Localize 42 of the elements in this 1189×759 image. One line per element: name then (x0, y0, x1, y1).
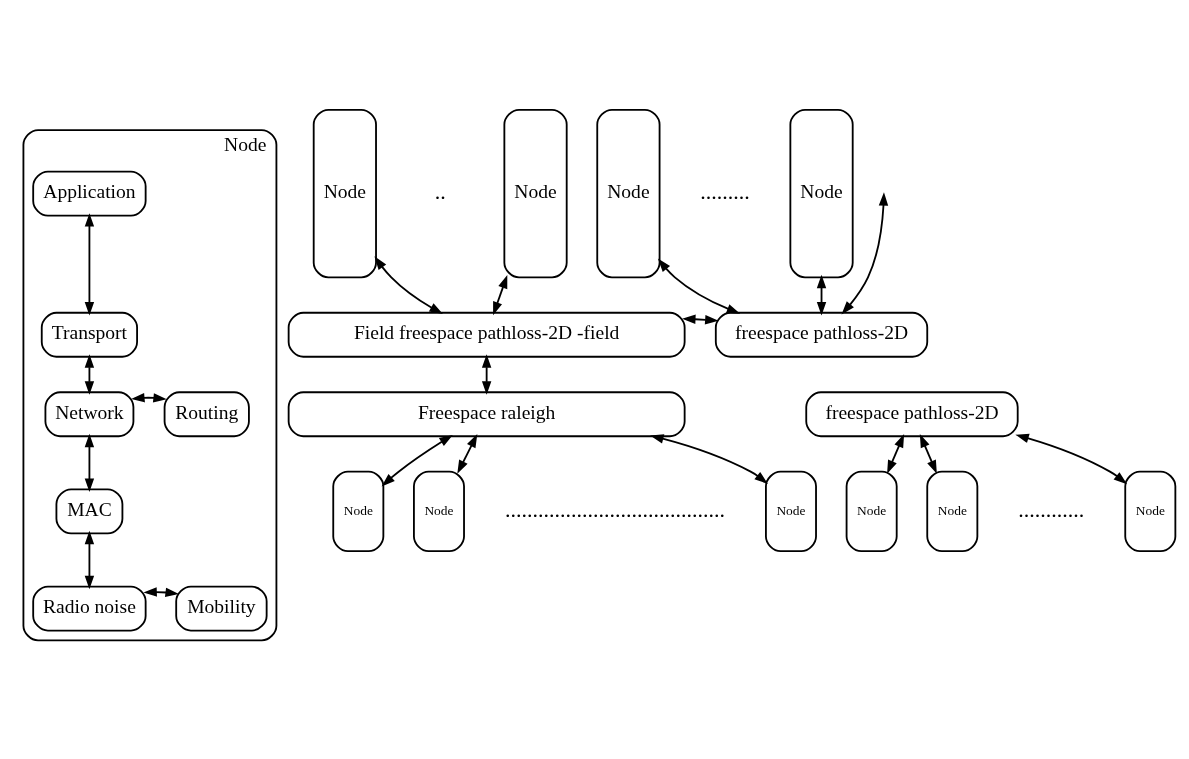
node-box: Node (596, 108, 661, 278)
node-box: Radio noise (32, 585, 147, 631)
node-box: Node (926, 470, 979, 552)
label: ............ (1018, 496, 1085, 522)
node-box: Node (1124, 470, 1177, 552)
arrow (457, 433, 478, 474)
arrow (887, 433, 905, 474)
node-box: Node (312, 108, 377, 278)
arrow (493, 274, 508, 315)
node-box: Mobility (175, 585, 268, 631)
node-box: Freespace raleigh (287, 390, 686, 437)
node-box: Node (765, 470, 817, 552)
node-box: freespace pathloss-2D (714, 311, 929, 358)
node-box: Application (32, 170, 147, 217)
arrow (84, 530, 95, 589)
arrow (374, 255, 443, 314)
arrow (84, 212, 95, 315)
label: .. (434, 178, 446, 204)
node-box: Field freespace pathloss-2D -field (287, 311, 686, 358)
arrow (841, 191, 889, 314)
arrow (143, 586, 179, 597)
arrow (919, 433, 937, 474)
label: ......... (700, 178, 750, 204)
arrow (1015, 433, 1128, 484)
node-box: Transport (40, 311, 138, 358)
arrow (84, 353, 95, 395)
node-box: Routing (163, 390, 250, 437)
label: ........................................ (504, 496, 725, 522)
node-box: Node (789, 108, 854, 278)
node-box: Node (503, 108, 568, 278)
arrow (481, 353, 492, 395)
arrow (816, 274, 827, 315)
arrow (650, 433, 768, 484)
node-box: MAC (55, 487, 124, 534)
node-box: freespace pathloss-2D (805, 390, 1019, 437)
node-box: Network (44, 390, 135, 437)
node-box: Node (332, 470, 385, 552)
node-box: Node (413, 470, 465, 552)
arrow (381, 434, 453, 486)
arrow (657, 258, 741, 314)
node-box: Node (845, 470, 898, 552)
arrow (84, 433, 95, 492)
